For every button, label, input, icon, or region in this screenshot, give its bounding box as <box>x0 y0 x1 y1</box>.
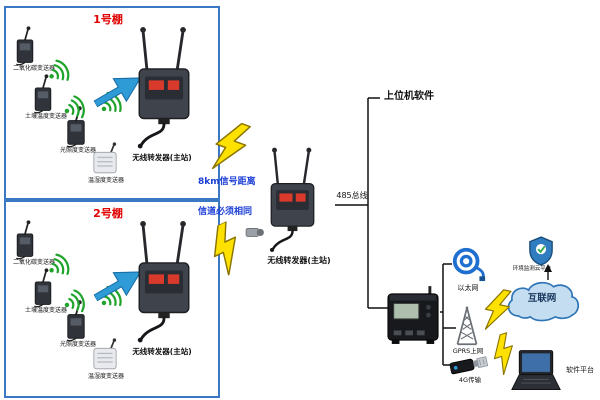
ethernet-label: 以太网 <box>457 284 479 292</box>
wireless-repeater-icon <box>124 24 204 152</box>
ethernet-cable-icon <box>450 246 488 282</box>
soil-temp-sensor-label: 土壤温度变送器 <box>24 113 67 120</box>
gprs-label: GPRS上网 <box>452 347 484 355</box>
greenhouse-1-box: 1号棚 二氧化碳变送器 土壤温度变送器 光照度变送器 温湿度变送器 无线转发器(… <box>4 6 220 200</box>
cloud-platform-label: 环境监测云平台 <box>512 266 552 272</box>
wireless-repeater-icon <box>124 218 204 346</box>
greenhouse-2-box: 2号棚 二氧化碳变送器 土壤温度变送器 光照度变送器 温湿度变送器 无线转发器(… <box>4 200 220 398</box>
co2-sensor-icon <box>12 220 38 260</box>
temp-humidity-sensor-label: 温湿度变送器 <box>87 177 124 184</box>
laptop-icon <box>510 350 562 392</box>
greenhouse-2-title: 2号棚 <box>93 207 123 220</box>
master-repeater-icon <box>250 146 335 254</box>
cloud-platform-icon <box>528 236 554 266</box>
greenhouse-1-title: 1号棚 <box>93 13 123 26</box>
bus-485-label: 485总线 <box>336 191 368 200</box>
lightning-bolt-icon <box>480 286 515 334</box>
repeater-label: 无线转发器(主站) <box>132 153 192 162</box>
co2-sensor-label: 二氧化碳变送器 <box>12 259 55 266</box>
internet-label: 互联网 <box>527 293 557 304</box>
gprs-tower-icon <box>454 306 480 346</box>
repeater-label: 无线转发器(主站) <box>132 347 192 356</box>
light-sensor-label: 光照度变送器 <box>59 341 96 348</box>
host-software-label: 上位机软件 <box>384 91 434 102</box>
soil-temp-sensor-label: 土壤温度变送器 <box>24 307 67 314</box>
software-platform-label: 软件平台 <box>566 366 594 374</box>
light-sensor-label: 光照度变送器 <box>59 147 96 154</box>
master-repeater-label: 无线转发器(主站) <box>267 256 331 265</box>
lightning-bolt-icon <box>486 331 521 376</box>
co2-sensor-icon <box>12 26 38 66</box>
temp-humidity-sensor-label: 温湿度变送器 <box>87 373 124 380</box>
distance-note: 8km信号距离 <box>198 177 256 187</box>
co2-sensor-label: 二氧化碳变送器 <box>12 65 55 72</box>
lte-label: 4G传输 <box>458 376 482 384</box>
data-logger-icon <box>386 286 440 346</box>
channel-note: 信道必须相同 <box>198 207 253 217</box>
usb-4g-dongle-icon <box>449 352 490 378</box>
